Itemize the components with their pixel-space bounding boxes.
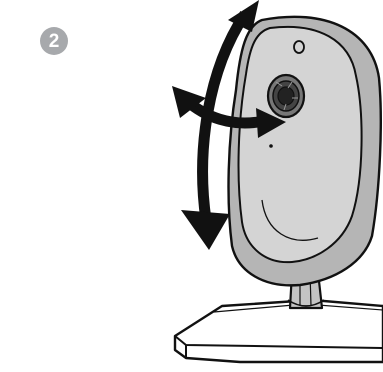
camera-body [229, 17, 381, 286]
camera-base [175, 300, 383, 362]
